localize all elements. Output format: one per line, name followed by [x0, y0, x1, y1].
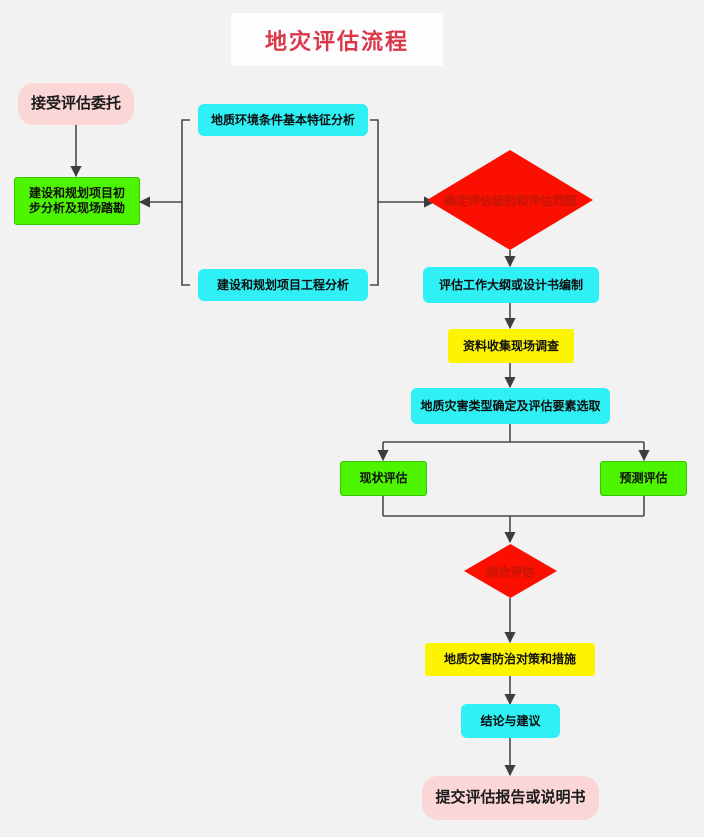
node-label: 接受评估委托: [30, 94, 121, 112]
node-current-assessment[interactable]: 现状评估: [340, 461, 427, 496]
page-title: 地灾评估流程: [264, 28, 409, 54]
node-conclusions-suggestions[interactable]: 结论与建议: [461, 704, 560, 738]
node-label: 资料收集现场调查: [462, 338, 559, 353]
node-predictive-assessment[interactable]: 预测评估: [600, 461, 687, 496]
diamond-shape: [427, 150, 593, 250]
node-label: 结论与建议: [480, 713, 541, 728]
node-prevention-measures[interactable]: 地质灾害防治对策和措施: [425, 643, 595, 676]
node-determine-level-scope[interactable]: 确定评估级别和评估范围: [425, 148, 595, 252]
node-label: 提交评估报告或说明书: [435, 788, 586, 806]
node-label: 现状评估: [359, 471, 408, 485]
node-preliminary-analysis[interactable]: 建设和规划项目初 步分析及现场踏勘: [14, 177, 140, 225]
node-submit-report[interactable]: 提交评估报告或说明书: [422, 776, 599, 820]
node-label: 地质环境条件基本特征分析: [210, 112, 355, 127]
node-label-line2: 步分析及现场踏勘: [28, 201, 125, 215]
node-comprehensive-assessment[interactable]: 综合评估: [462, 543, 559, 599]
node-project-engineering-analysis[interactable]: 建设和规划项目工程分析: [198, 269, 368, 301]
chart-title-card: 地灾评估流程: [231, 13, 443, 66]
node-data-collection-survey[interactable]: 资料收集现场调查: [448, 329, 574, 363]
node-accept-commission[interactable]: 接受评估委托: [18, 83, 134, 125]
node-label-line1: 建设和规划项目初: [28, 186, 125, 200]
node-outline-design-compilation[interactable]: 评估工作大纲或设计书编制: [423, 267, 599, 303]
node-label: 地质灾害防治对策和措施: [443, 652, 576, 666]
node-hazard-type-and-factors[interactable]: 地质灾害类型确定及评估要素选取: [411, 388, 610, 424]
node-label: 地质灾害类型确定及评估要素选取: [420, 398, 601, 413]
node-label: 建设和规划项目工程分析: [216, 277, 349, 292]
node-geo-environment-analysis[interactable]: 地质环境条件基本特征分析: [198, 104, 368, 136]
node-label: 评估工作大纲或设计书编制: [438, 277, 583, 292]
diamond-shape: [464, 544, 557, 598]
node-label: 预测评估: [619, 471, 668, 485]
